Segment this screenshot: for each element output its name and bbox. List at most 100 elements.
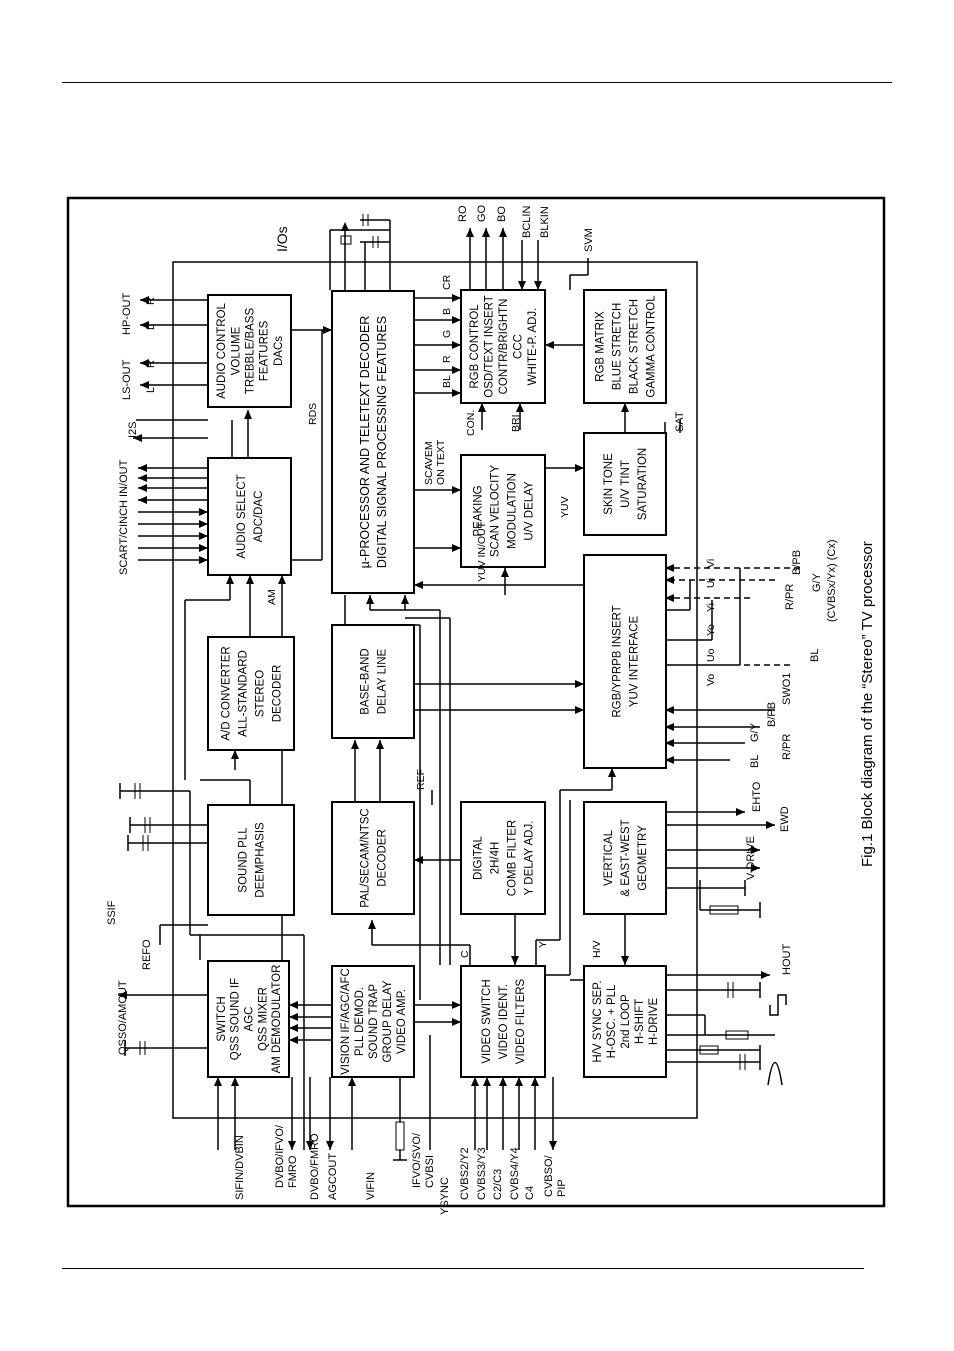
hv-sync-block bbox=[583, 965, 667, 1078]
vision-if-block bbox=[331, 965, 415, 1078]
pin-label-left: L bbox=[145, 324, 157, 330]
signal-label: RDS bbox=[307, 403, 319, 425]
signal-label: C bbox=[459, 950, 471, 958]
pal-decoder-label: DECODER bbox=[377, 829, 389, 887]
signal-label: Y bbox=[537, 941, 549, 948]
pin-label-right: G/Y bbox=[811, 572, 823, 592]
pin-label-right: R/PR bbox=[781, 734, 793, 760]
diagram-frame bbox=[66, 196, 886, 1208]
pin-label-bottom: PIP bbox=[556, 1179, 568, 1197]
pin-label-right: BL bbox=[749, 755, 761, 768]
stereo-decoder-label: STEREO bbox=[255, 670, 267, 717]
pin-label-bottom: DVBO/FMRO bbox=[309, 1133, 321, 1200]
geometry-label: GEOMETRY bbox=[637, 825, 649, 891]
comb-filter-label: DIGITAL bbox=[473, 835, 485, 879]
peaking-label: MODULATION bbox=[507, 473, 519, 549]
pin-label-bottom: SIFIN/DVBIN bbox=[234, 1135, 246, 1200]
signal-label: Vo bbox=[705, 674, 717, 686]
pal-decoder-label: PAL/SECAM/NTSC bbox=[360, 808, 372, 907]
rgb-matrix-label: BLUE STRETCH bbox=[612, 303, 624, 391]
signal-label: Uo bbox=[705, 648, 717, 662]
signal-label: SCAVEM bbox=[423, 441, 435, 485]
pin-label-right: SWO1 bbox=[781, 673, 793, 705]
rgb-matrix-label: BLACK STRETCH bbox=[629, 299, 641, 394]
audio-control-label: AUDIO CONTROL bbox=[216, 302, 228, 398]
skin-tone-label: SKIN TONE bbox=[603, 453, 615, 515]
audio-select-label: ADC/DAC bbox=[253, 491, 265, 543]
pin-label-bottom: FMRO bbox=[287, 1155, 299, 1188]
comb-filter-label: Y DELAY ADJ. bbox=[524, 821, 536, 896]
signal-label: ON TEXT bbox=[435, 439, 447, 485]
signal-label: AM bbox=[266, 589, 278, 605]
rgb-control-label: CCC bbox=[512, 334, 524, 359]
signal-label: G bbox=[441, 330, 453, 338]
rgb-control-label: RGB CONTROL bbox=[469, 304, 481, 389]
switch-label: QSS SOUND IF bbox=[230, 978, 242, 1060]
signal-label: BRI bbox=[510, 414, 522, 432]
audio-control-label: FEATURES bbox=[259, 320, 271, 381]
comb-filter-label: COMB FILTER bbox=[507, 820, 519, 896]
rgb-control-label: OSD/TEXT INSERT bbox=[484, 295, 496, 397]
stereo-decoder-label: A/D CONVERTER bbox=[221, 646, 233, 740]
processor-label: µ-PROCESSOR AND TELETEXT DECODER bbox=[358, 316, 372, 569]
pin-label-bottom: YSYNC bbox=[439, 1177, 451, 1215]
switch-label: SWITCH bbox=[216, 996, 228, 1041]
switch-label: QSS MIXER bbox=[257, 987, 269, 1051]
vision-if-label: VIDEO AMP. bbox=[396, 989, 408, 1054]
pin-label-right: EHTO bbox=[751, 781, 763, 812]
hv-sync-label: 2nd LOOP bbox=[620, 994, 632, 1049]
pin-label-bottom: CVBS3/Y3 bbox=[476, 1147, 488, 1200]
signal-label: CON. bbox=[465, 410, 477, 436]
pin-label-right: B/PB bbox=[766, 702, 778, 727]
video-switch-label: VIDEO FILTERS bbox=[515, 978, 527, 1064]
video-switch-label: VIDEO IDENT. bbox=[498, 984, 510, 1059]
sound-pll-label: DEEMPHASIS bbox=[255, 822, 267, 898]
pin-label-bottom: AGCOUT bbox=[327, 1153, 339, 1200]
signal-label: B bbox=[441, 308, 453, 315]
top-rule bbox=[62, 82, 892, 83]
signal-label: YUV IN/OUT bbox=[476, 521, 488, 582]
pin-label-left: I2S bbox=[127, 421, 139, 438]
chip-boundary bbox=[172, 261, 698, 1119]
processor-block bbox=[331, 290, 415, 594]
rgb-insert-label: YUV INTERFACE bbox=[629, 615, 641, 707]
audio-control-block bbox=[207, 294, 292, 408]
wiring bbox=[118, 214, 800, 1161]
pin-label-top: I/Os bbox=[274, 226, 290, 252]
pin-label-right: EWD bbox=[779, 806, 791, 832]
comb-filter-label: 2H/4H bbox=[490, 842, 502, 875]
pin-label-left: L bbox=[145, 387, 157, 393]
audio-select-label: AUDIO SELECT bbox=[236, 474, 248, 558]
baseband-delay-block bbox=[331, 624, 415, 739]
pin-label-bottom: IFVO/SVO/ bbox=[411, 1132, 423, 1188]
hv-sync-label: H/V SYNC SEP. bbox=[592, 980, 604, 1062]
pin-label-right: HOUT bbox=[781, 944, 793, 975]
audio-control-label: VOLUME bbox=[230, 326, 242, 375]
rgb-matrix-label: RGB MATRIX bbox=[595, 311, 607, 382]
pin-label-right: BL bbox=[809, 649, 821, 662]
rgb-control-label: WHITE-P. ADJ. bbox=[527, 308, 539, 386]
stereo-decoder-label: DECODER bbox=[272, 665, 284, 723]
audio-control-label: TREBBLE/BASS bbox=[245, 308, 257, 395]
switch-block bbox=[207, 960, 290, 1078]
vision-if-label: PLL DEMOD. bbox=[354, 987, 366, 1056]
signal-label: CR bbox=[441, 274, 453, 290]
pin-label-bottom: VIFIN bbox=[365, 1172, 377, 1200]
audio-select-block bbox=[207, 457, 292, 576]
skin-tone-label: U/V TINT bbox=[620, 460, 632, 508]
pin-label-right: V-DRIVE bbox=[745, 836, 757, 880]
hv-sync-label: H-OSC. + PLL bbox=[606, 984, 618, 1058]
vision-if-label: VISION IF/AGC/AFC bbox=[340, 968, 352, 1075]
pin-label-top: BLKIN bbox=[539, 206, 551, 238]
pin-label-bottom: DVBO/IFVO/ bbox=[274, 1124, 286, 1188]
peaking-label: SCAN VELOCITY bbox=[490, 465, 502, 557]
geometry-label: VERTICAL bbox=[603, 829, 615, 886]
pin-label-top: BO bbox=[496, 206, 508, 222]
pin-label-bottom: CVBSO/ bbox=[543, 1154, 555, 1197]
sound-pll-label: SOUND PLL bbox=[238, 827, 250, 893]
stereo-decoder-label: ALL-STANDARD bbox=[238, 650, 250, 737]
hv-sync-label: H-SHIFT bbox=[634, 999, 646, 1044]
baseband-delay-label: BASE-BAND bbox=[360, 648, 372, 714]
switch-label: AM DEMODULATOR bbox=[271, 965, 283, 1074]
skin-tone-label: SATURATION bbox=[637, 448, 649, 520]
